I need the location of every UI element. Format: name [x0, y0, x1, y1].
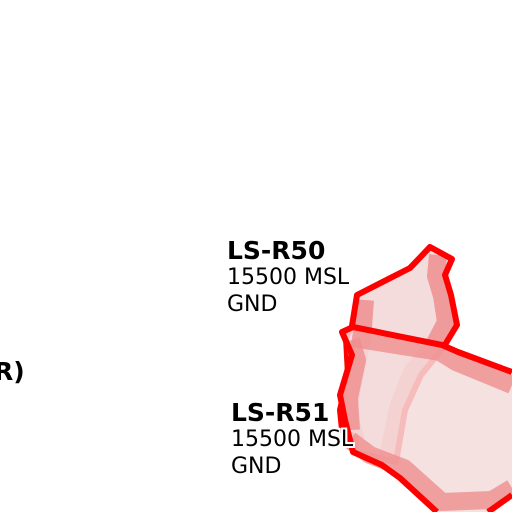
- airspace-ls-r51-inner-band: [350, 329, 512, 394]
- airspace-ls-r51-border-bottom: [486, 492, 512, 512]
- airspace-name: LS-R50: [227, 236, 326, 265]
- airspace-upper-limit: 15500 MSL: [231, 427, 354, 452]
- airspace-lower-limit: GND: [231, 454, 282, 479]
- airspace-label-ls-r50: LS-R50 15500 MSL GND: [227, 237, 349, 318]
- airspace-label-partial: R): [0, 357, 25, 386]
- airspace-lower-limit: GND: [227, 292, 278, 317]
- airspace-ls-r51-inner-band-bottom: [344, 432, 512, 511]
- airspace-label-ls-r51: LS-R51 15500 MSL GND: [231, 399, 353, 480]
- airspace-ls-r51-inner-band-left: [342, 337, 366, 431]
- airspace-upper-limit: 15500 MSL: [227, 265, 350, 290]
- airspace-ls-r51-border: [337, 324, 512, 512]
- airspace-ls-r51[interactable]: [337, 324, 512, 512]
- airspace-name: LS-R51: [231, 398, 330, 427]
